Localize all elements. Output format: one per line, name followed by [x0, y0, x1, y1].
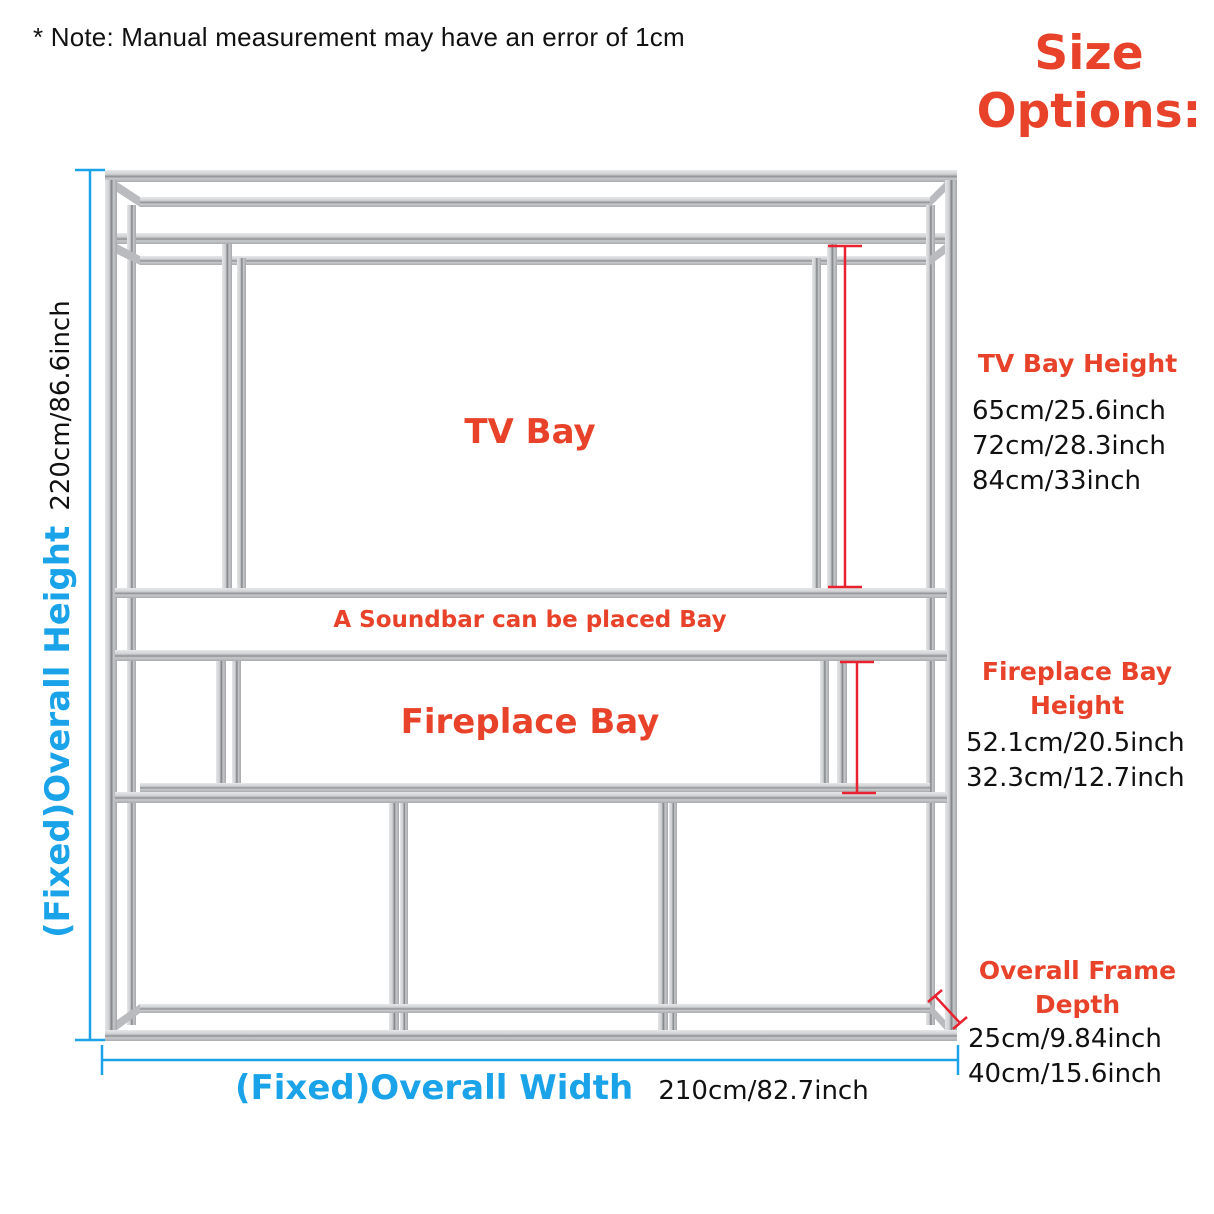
frame-depth-marker: [927, 989, 968, 1030]
tv-bay-label: TV Bay: [464, 412, 596, 452]
overall-width-value: 210cm/82.7inch: [658, 1076, 869, 1106]
fireplace-bay-height-options: Fireplace Bay Height 52.1cm/20.5inch 32.…: [962, 655, 1192, 796]
fireplace-bay-height-marker: [840, 660, 876, 795]
fireplace-bay-height-heading-line2: Height: [1029, 691, 1125, 720]
width-dimension-line: [100, 1045, 960, 1075]
size-options-title: Size Options:: [965, 25, 1213, 141]
height-dimension-line: [75, 168, 105, 1042]
soundbar-bay-label: A Soundbar can be placed Bay: [333, 607, 727, 633]
frame-depth-heading-line1: Overall Frame: [978, 956, 1177, 985]
tv-bay-option: 72cm/28.3inch: [972, 431, 1166, 461]
tv-bay-option: 84cm/33inch: [972, 466, 1142, 496]
overall-height-value: 220cm/86.6inch: [46, 300, 76, 511]
tv-bay-height-heading: TV Bay Height: [977, 349, 1178, 378]
overall-height-label: (Fixed)Overall Height: [38, 525, 78, 938]
tv-bay-height-marker: [828, 244, 862, 589]
overall-width-dimension: (Fixed)Overall Width 210cm/82.7inch: [235, 1068, 869, 1108]
size-title-line2: Options:: [976, 84, 1202, 139]
tv-bay-option: 65cm/25.6inch: [972, 396, 1166, 426]
frame-depth-heading-line2: Depth: [1034, 990, 1121, 1019]
overall-height-dimension: (Fixed)Overall Height 220cm/86.6inch: [38, 300, 78, 938]
fireplace-bay-label: Fireplace Bay: [400, 702, 660, 742]
fireplace-bay-height-heading-line1: Fireplace Bay: [981, 657, 1173, 686]
frame-depth-option: 25cm/9.84inch: [968, 1024, 1162, 1054]
measurement-note: * Note: Manual measurement may have an e…: [33, 22, 685, 52]
size-title-line1: Size: [1034, 26, 1144, 81]
overall-width-label: (Fixed)Overall Width: [235, 1068, 634, 1108]
frame-depth-options: Overall Frame Depth 25cm/9.84inch 40cm/1…: [965, 954, 1190, 1092]
fireplace-bay-option: 32.3cm/12.7inch: [966, 763, 1185, 793]
frame-depth-option: 40cm/15.6inch: [968, 1059, 1162, 1089]
tv-bay-height-options: TV Bay Height 65cm/25.6inch 72cm/28.3inc…: [965, 347, 1190, 499]
fireplace-bay-option: 52.1cm/20.5inch: [966, 728, 1185, 758]
